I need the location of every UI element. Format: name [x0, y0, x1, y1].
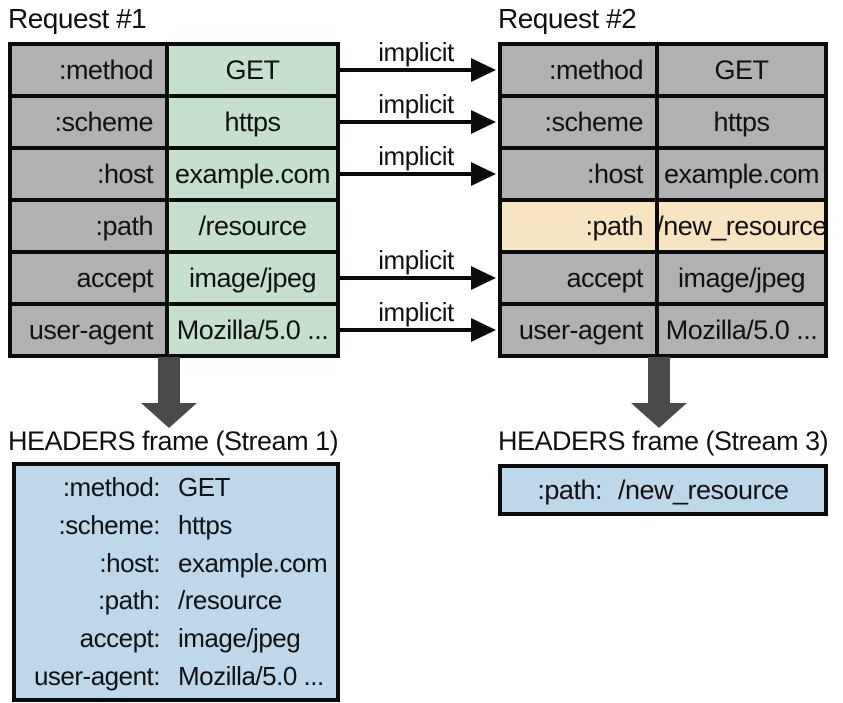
- implicit-label: implicit: [378, 245, 454, 275]
- frame-header-name: accept:: [79, 622, 161, 653]
- frame-header-value: /resource: [178, 585, 282, 616]
- right-arrow-icon: [471, 318, 496, 342]
- frame-header-line: :method: GET: [22, 469, 330, 507]
- frame2-box: :path: /new_resource: [498, 464, 828, 516]
- down-arrow-icon: [648, 357, 670, 403]
- header-value: example.com: [659, 150, 824, 198]
- right-arrow-icon: [471, 162, 496, 186]
- frame1-title: HEADERS frame (Stream 1): [8, 426, 339, 456]
- header-name: :method: [12, 46, 165, 94]
- request2-table: :method GET :scheme https :host example.…: [498, 42, 828, 358]
- implicit-label: implicit: [378, 37, 454, 67]
- frame-header-value: Mozilla/5.0 ...: [178, 660, 324, 691]
- frame-header-name: :path:: [537, 474, 602, 505]
- frame-header-value: GET: [178, 472, 230, 503]
- implicit-label: implicit: [378, 89, 454, 119]
- implicit-label: implicit: [378, 141, 454, 171]
- implicit-arrow-line: [340, 328, 473, 332]
- frame-header-line: accept: image/jpeg: [22, 620, 330, 658]
- header-name: :method: [502, 46, 655, 94]
- request1-table: :method GET :scheme https :host example.…: [8, 42, 340, 358]
- frame-header-value: /new_resource: [617, 474, 789, 505]
- header-value: Mozilla/5.0 ...: [169, 306, 336, 354]
- frame-header-line: :scheme: https: [22, 507, 330, 545]
- header-name: :scheme: [502, 98, 655, 146]
- implicit-arrow-line: [340, 120, 473, 124]
- frame-header-line: :host: example.com: [22, 544, 330, 582]
- frame-header-value: image/jpeg: [178, 622, 301, 653]
- frame-header-value: https: [178, 509, 232, 540]
- implicit-arrow-line: [340, 68, 473, 72]
- header-name: user-agent: [502, 306, 655, 354]
- header-value: image/jpeg: [169, 254, 336, 302]
- header-value: Mozilla/5.0 ...: [659, 306, 824, 354]
- frame-header-name: user-agent:: [33, 660, 161, 691]
- frame-header-line: :path: /resource: [22, 582, 330, 620]
- down-arrow-icon: [631, 403, 687, 428]
- header-value: https: [169, 98, 336, 146]
- frame-header-name: :method:: [62, 472, 161, 503]
- header-name-highlighted: :path: [502, 202, 655, 250]
- request1-title: Request #1: [8, 3, 147, 34]
- right-arrow-icon: [471, 110, 496, 134]
- header-name: :host: [12, 150, 165, 198]
- header-value: example.com: [169, 150, 336, 198]
- header-value: GET: [659, 46, 824, 94]
- header-name: :path: [12, 202, 165, 250]
- right-arrow-icon: [471, 266, 496, 290]
- header-value: image/jpeg: [659, 254, 824, 302]
- header-value: GET: [169, 46, 336, 94]
- header-name: accept: [12, 254, 165, 302]
- header-name: :host: [502, 150, 655, 198]
- header-name: accept: [502, 254, 655, 302]
- frame1-box: :method: GET :scheme: https :host: examp…: [12, 462, 340, 702]
- frame-header-line: user-agent: Mozilla/5.0 ...: [22, 657, 330, 695]
- implicit-arrow-line: [340, 276, 473, 280]
- frame-header-name: :host:: [99, 547, 160, 578]
- frame2-title: HEADERS frame (Stream 3): [498, 426, 829, 456]
- down-arrow-icon: [158, 357, 180, 403]
- header-name: user-agent: [12, 306, 165, 354]
- frame-header-name: :path:: [97, 585, 161, 616]
- down-arrow-icon: [141, 403, 197, 428]
- request2-title: Request #2: [498, 3, 637, 34]
- header-value: /resource: [169, 202, 336, 250]
- frame-header-name: :scheme:: [58, 509, 161, 540]
- implicit-arrow-line: [340, 172, 473, 176]
- header-name: :scheme: [12, 98, 165, 146]
- implicit-label: implicit: [378, 297, 454, 327]
- header-value-highlighted: /new_resource: [659, 202, 824, 250]
- right-arrow-icon: [471, 58, 496, 82]
- header-value: https: [659, 98, 824, 146]
- frame-header-value: example.com: [178, 547, 328, 578]
